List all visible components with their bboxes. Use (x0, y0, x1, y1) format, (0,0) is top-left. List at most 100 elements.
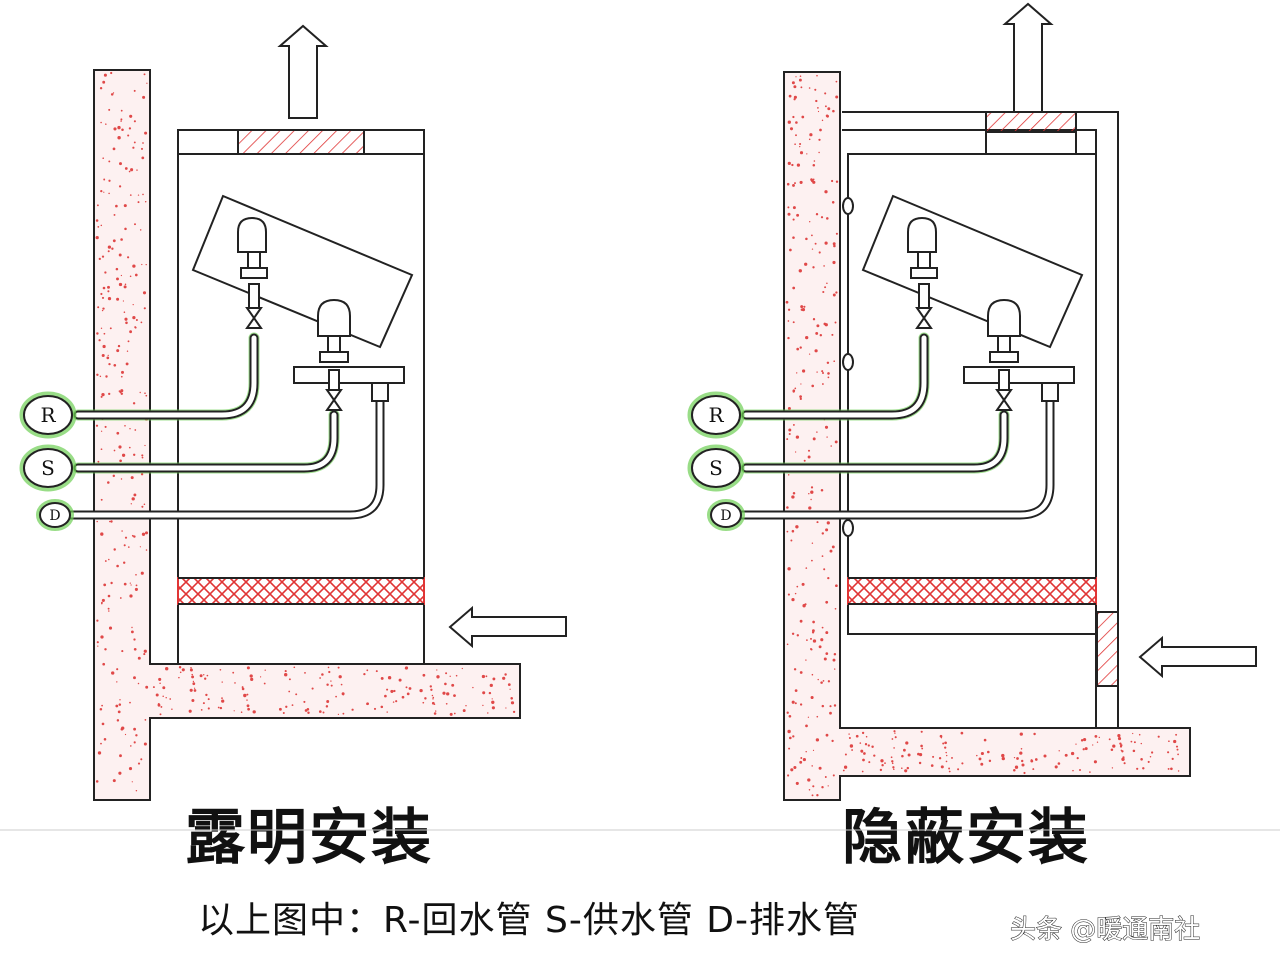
wall-speckle (801, 582, 805, 586)
wall-speckle (794, 143, 796, 146)
wall-speckle (1094, 735, 1098, 738)
wall-speckle (171, 708, 173, 711)
wall-speckle (111, 247, 114, 250)
wall-speckle (976, 754, 978, 757)
wall-speckle (107, 296, 112, 301)
wall-speckle (160, 705, 163, 708)
svg-text:D: D (720, 508, 731, 524)
wall-speckle (179, 671, 182, 674)
wall-speckle (1177, 753, 1179, 756)
wall-speckle (1121, 757, 1125, 761)
wall-speckle (442, 691, 446, 695)
wall-speckle (188, 709, 192, 713)
wall-speckle (107, 607, 110, 610)
wall-speckle (512, 710, 516, 714)
wall-speckle (849, 744, 854, 748)
wall-speckle (293, 666, 296, 669)
wall-speckle (100, 635, 104, 639)
wall-speckle (124, 283, 127, 286)
wall-speckle (792, 115, 795, 119)
wall-speckle (375, 670, 378, 673)
wall-speckle (120, 109, 123, 112)
wall-speckle (337, 666, 340, 669)
wall-speckle (957, 768, 960, 771)
wall-speckle (1075, 743, 1077, 745)
wall-speckle (833, 244, 836, 248)
wall-speckle (152, 686, 155, 689)
wall-speckle (1013, 769, 1016, 772)
wall-speckle (822, 680, 825, 682)
wall-speckle (832, 109, 835, 113)
wall-speckle (951, 756, 953, 759)
wall-speckle (116, 668, 119, 671)
wall-speckle (100, 292, 103, 296)
wall-speckle (112, 147, 116, 151)
wall-speckle (126, 350, 129, 352)
wall-speckle (121, 128, 124, 132)
wall-speckle (432, 698, 434, 700)
wall-speckle (109, 520, 111, 523)
wall-speckle (960, 731, 964, 735)
wall-speckle (110, 71, 113, 75)
wall-speckle (328, 670, 331, 674)
wall-speckle (263, 682, 266, 685)
wall-speckle (795, 76, 797, 78)
wall-speckle (945, 751, 947, 754)
wall-speckle (826, 282, 828, 284)
wall-speckle (879, 768, 883, 772)
wall-speckle (318, 710, 322, 713)
wall-speckle (144, 444, 146, 447)
wall-speckle (793, 95, 797, 99)
left-panel-title: 露明安装 (185, 803, 433, 873)
wall-speckle (820, 638, 824, 642)
wall-speckle (135, 789, 138, 792)
wall-speckle (121, 530, 123, 532)
wall-speckle (799, 760, 803, 764)
wall-speckle (793, 668, 797, 671)
wall-speckle (863, 752, 866, 755)
wall-speckle (817, 110, 820, 113)
wall-speckle (855, 734, 859, 738)
wall-speckle (121, 726, 125, 730)
wall-speckle (191, 675, 195, 679)
wall-speckle (843, 765, 848, 769)
wall-speckle (861, 751, 863, 753)
wall-speckle (202, 674, 205, 676)
right-wall-brackets (842, 197, 854, 537)
wall-speckle (107, 354, 109, 357)
wall-speckle (787, 774, 790, 777)
wall-speckle (820, 681, 823, 684)
wall-speckle (986, 750, 990, 754)
wall-speckle (491, 698, 493, 700)
wall-speckle (124, 317, 128, 321)
wall-speckle (801, 115, 805, 119)
wall-speckle (491, 706, 495, 710)
wall-speckle (942, 742, 945, 745)
wall-speckle (141, 456, 144, 459)
wall-speckle (988, 759, 992, 763)
wall-speckle (120, 375, 123, 378)
wall-speckle (816, 324, 820, 328)
wall-speckle (101, 296, 105, 299)
wall-speckle (133, 727, 136, 731)
wall-speckle (128, 767, 133, 771)
wall-speckle (132, 146, 135, 149)
wall-speckle (810, 490, 814, 494)
wall-speckle (1138, 733, 1141, 736)
wall-speckle (386, 688, 389, 691)
wall-speckle (920, 730, 923, 733)
wall-speckle (432, 696, 435, 699)
wall-speckle (303, 700, 306, 703)
wall-speckle (107, 481, 110, 484)
wall-speckle (812, 639, 817, 643)
wall-speckle (319, 677, 321, 679)
wall-speckle (116, 277, 119, 281)
wall-speckle (787, 206, 790, 209)
wall-speckle (129, 582, 131, 584)
wall-speckle (135, 318, 138, 322)
wall-speckle (288, 678, 291, 681)
wall-speckle (805, 724, 808, 728)
wall-speckle (961, 762, 964, 765)
wall-speckle (96, 641, 99, 644)
wall-speckle (128, 127, 132, 130)
